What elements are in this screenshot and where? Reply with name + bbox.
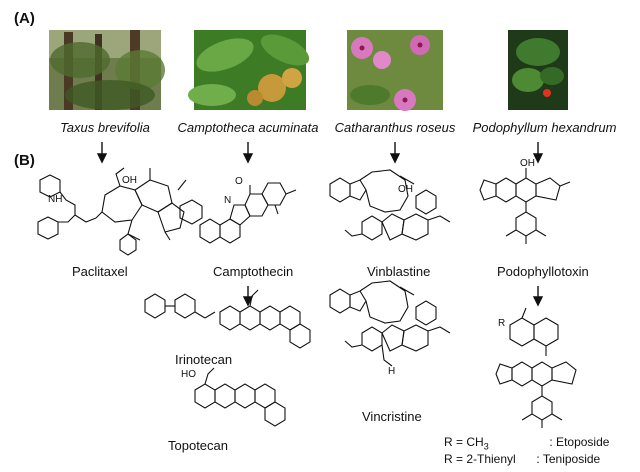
etoposide-r-lhs: R = CH — [444, 435, 484, 449]
vincristine-structure — [329, 280, 451, 367]
catharanthus-roseus-photo — [347, 30, 443, 111]
atom-label-oh-vinblastine: OH — [398, 184, 413, 195]
teniposide-name: : Teniposide — [536, 452, 601, 466]
atom-label-o-camptothecin: O — [235, 176, 243, 187]
teniposide-r-lhs: R = 2-Thienyl — [444, 452, 516, 466]
etoposide-name: : Etoposide — [549, 435, 610, 449]
atom-label-nh: NH — [48, 194, 63, 205]
atom-label-oh-podophyllotoxin: OH — [520, 158, 535, 169]
etoposide-teniposide-structure — [495, 307, 577, 428]
compound-vincristine: Vincristine — [362, 409, 422, 424]
topotecan-structure — [194, 367, 286, 427]
panel-label-a: (A) — [14, 10, 35, 27]
irinotecan-structure — [144, 289, 311, 349]
podophyllotoxin-structure — [479, 168, 571, 244]
taxus-brevifolia-photo — [49, 30, 165, 110]
atom-label-r: R — [498, 318, 506, 329]
panel-label-b: (B) — [14, 152, 35, 169]
atom-label-n-camptothecin: N — [224, 195, 232, 206]
compound-irinotecan: Irinotecan — [175, 352, 233, 367]
camptothecin-structure — [199, 182, 297, 244]
species-podophyllum-hexandrum: Podophyllum hexandrum — [472, 120, 617, 135]
vinblastine-structure — [329, 169, 451, 241]
species-taxus-brevifolia: Taxus brevifolia — [60, 120, 150, 135]
camptotheca-acuminata-photo — [188, 30, 310, 110]
compound-camptothecin: Camptothecin — [213, 264, 294, 279]
substituent-etoposide: R = CH3 : Etoposide — [444, 435, 609, 451]
compound-vinblastine: Vinblastine — [367, 264, 431, 279]
species-catharanthus-roseus: Catharanthus roseus — [334, 120, 456, 135]
etoposide-r-sub: 3 — [483, 441, 489, 452]
compound-topotecan: Topotecan — [168, 438, 228, 453]
podophyllum-hexandrum-photo — [508, 30, 568, 110]
substituent-teniposide: R = 2-Thienyl : Teniposide — [444, 452, 600, 466]
compound-paclitaxel: Paclitaxel — [72, 264, 128, 279]
atom-label-h-vincristine: H — [388, 366, 396, 377]
species-camptotheca-acuminata: Camptotheca acuminata — [177, 120, 319, 135]
paclitaxel-structure — [37, 167, 203, 256]
atom-label-oh-taxol: OH — [122, 175, 137, 186]
compound-podophyllotoxin: Podophyllotoxin — [497, 264, 589, 279]
atom-label-ho-topotecan: HO — [181, 369, 196, 380]
